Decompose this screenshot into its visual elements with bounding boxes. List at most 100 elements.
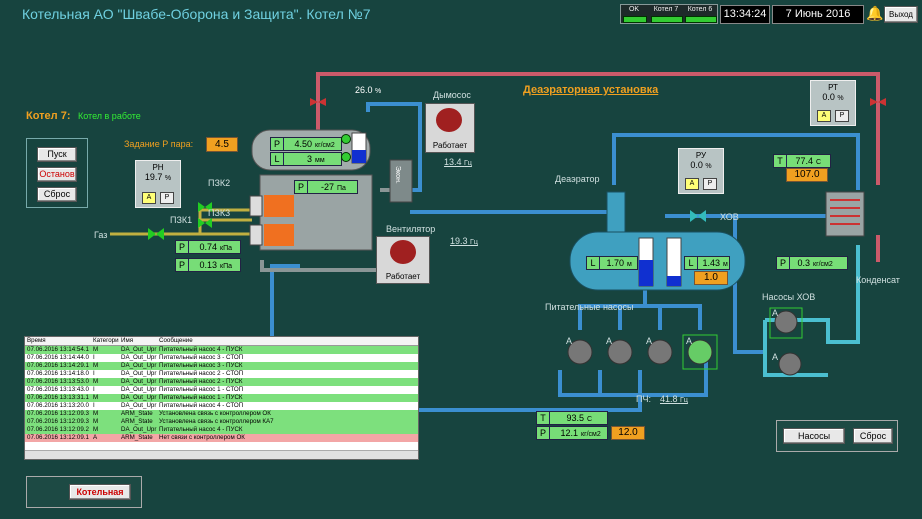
hov-pumps-label: Насосы ХОВ	[762, 292, 816, 302]
exit-button[interactable]: Выход	[884, 6, 918, 23]
log-cell-msg: Питательный насос 2 - СТОП	[159, 370, 244, 377]
deaerator-level-setpoint[interactable]: 1.0	[694, 271, 728, 285]
boiler-room-button[interactable]: Котельная	[69, 484, 131, 500]
boiler-name: Котел 7:	[26, 110, 71, 122]
reset-button[interactable]: Сброс	[37, 187, 77, 202]
status-ok-led	[623, 16, 647, 23]
log-scrollbar[interactable]	[25, 450, 418, 459]
status-ok-label: OK	[628, 6, 640, 13]
log-cell-cat: M	[93, 418, 99, 425]
start-button[interactable]: Пуск	[37, 147, 77, 162]
col-name[interactable]: Имя	[121, 337, 134, 344]
ru-manual-button[interactable]: Р	[703, 178, 717, 190]
pump4-mode: А	[686, 336, 693, 346]
pzk3-label: ПЗК3	[208, 208, 231, 218]
boiler-state: Котел в работе	[78, 111, 141, 121]
hov-pump1-mode: А	[772, 308, 779, 318]
pzk1-label: ПЗК1	[170, 215, 193, 225]
status-k7-label: Котел 7	[653, 6, 679, 13]
rn-title: РН	[152, 163, 164, 172]
log-cell-cat: M	[93, 378, 99, 385]
log-cell-msg: Питательный насос 1 - ПУСК	[159, 394, 243, 401]
blower-freq: 19.3 Гц	[450, 236, 478, 246]
log-cell-time: 07.06.2016 13:12:09.3	[27, 418, 89, 425]
rn-auto-button[interactable]: А	[142, 192, 156, 204]
log-cell-name: ARM_State	[121, 410, 153, 417]
status-k7-led	[651, 16, 683, 23]
pumps-button[interactable]: Насосы	[783, 428, 845, 444]
economizer-label: Экон.	[394, 166, 401, 184]
rt-title: РТ	[828, 83, 838, 92]
col-message[interactable]: Сообщение	[159, 337, 193, 344]
ru-title: РУ	[695, 151, 707, 160]
fan-icon	[390, 240, 416, 264]
col-category[interactable]: Категори	[93, 337, 119, 344]
rt-auto-button[interactable]: А	[817, 110, 831, 122]
pumps-control-panel: Насосы Сброс	[776, 420, 898, 452]
log-cell-cat: M	[93, 394, 99, 401]
log-cell-cat: I	[93, 386, 95, 393]
log-cell-name: DA_Out_Upr	[121, 370, 157, 377]
log-cell-time: 07.06.2016 13:14:18.0	[27, 370, 89, 377]
pumps-reset-button[interactable]: Сброс	[853, 428, 893, 444]
col-time[interactable]: Время	[27, 337, 46, 344]
rt-regulator-panel[interactable]: РТ 0.0 % А Р	[810, 80, 856, 126]
log-cell-name: DA_Out_Upr	[121, 346, 157, 353]
ru-auto-button[interactable]: А	[685, 178, 699, 190]
setpoint-value[interactable]: 4.5	[206, 137, 238, 152]
condensate-label: Конденсат	[856, 275, 900, 285]
clock-time: 13:34:24	[720, 5, 770, 24]
log-cell-name: DA_Out_Upr	[121, 378, 157, 385]
log-cell-cat: M	[93, 362, 99, 369]
boiler-control-panel: Пуск Останов Сброс	[26, 138, 88, 208]
smoke-exhauster[interactable]: Работает	[425, 103, 475, 153]
rt-manual-button[interactable]: Р	[835, 110, 849, 122]
alarm-bell-icon[interactable]: 🔔	[866, 5, 884, 21]
rn-regulator-panel[interactable]: РН 19.7 % А Р	[135, 160, 181, 208]
pch-freq: 41.8 Гц	[660, 394, 688, 404]
rn-manual-button[interactable]: Р	[160, 192, 174, 204]
pch-label: ПЧ:	[636, 394, 651, 404]
log-cell-name: DA_Out_Upr	[121, 402, 157, 409]
log-cell-name: DA_Out_Upr	[121, 362, 157, 369]
blower-fan[interactable]: Работает	[376, 236, 430, 284]
log-cell-msg: Питательный насос 4 - СТОП	[159, 402, 244, 409]
smoke-exhauster-label: Дымосос	[433, 90, 471, 100]
ru-value: 0.0 %	[690, 160, 712, 170]
log-cell-name: DA_Out_Upr	[121, 426, 157, 433]
heat-temp-setpoint[interactable]: 107.0	[786, 168, 828, 182]
log-cell-cat: M	[93, 346, 99, 353]
feed-pressure-setpoint[interactable]: 12.0	[611, 426, 645, 440]
smoke-exhauster-state: Работает	[432, 141, 468, 150]
log-cell-time: 07.06.2016 13:12:09.2	[27, 426, 89, 433]
log-cell-cat: I	[93, 370, 95, 377]
log-cell-time: 07.06.2016 13:14:54.1	[27, 346, 89, 353]
status-k6-led	[685, 16, 717, 23]
blower-label: Вентилятор	[386, 224, 436, 234]
log-cell-name: ARM_State	[121, 418, 153, 425]
ru-regulator-panel[interactable]: РУ 0.0 % А Р	[678, 148, 724, 194]
connection-status-panel: OK Котел 7 Котел 6	[620, 4, 718, 24]
stop-button[interactable]: Останов	[37, 167, 77, 182]
